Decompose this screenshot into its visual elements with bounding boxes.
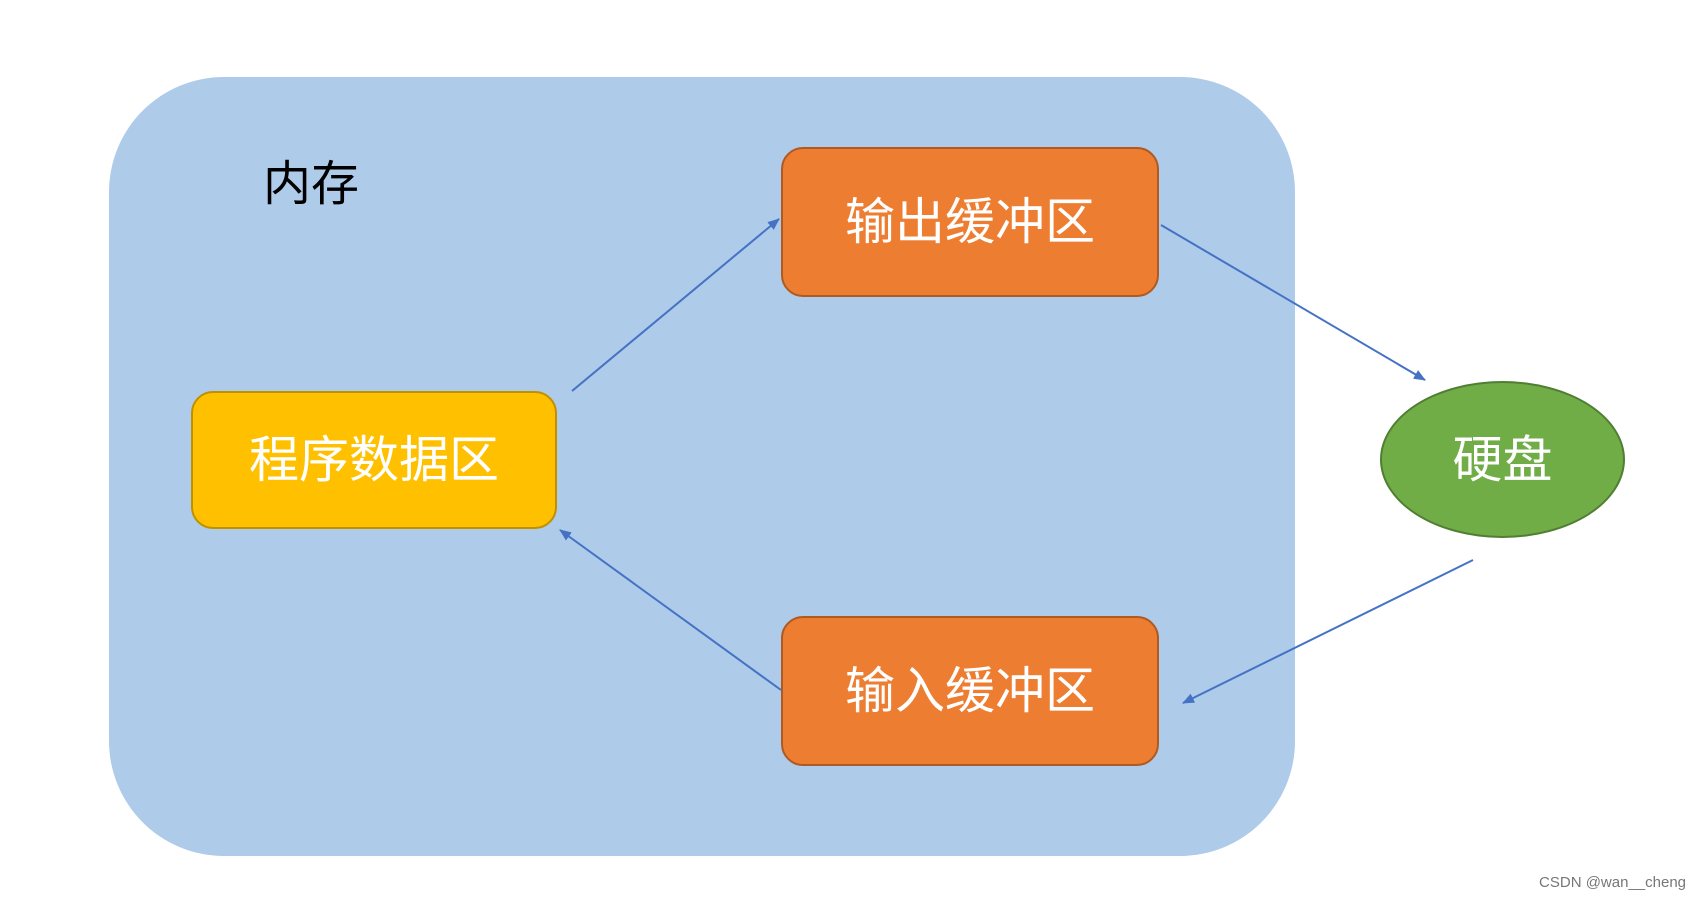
memory-label: 内存 <box>263 156 360 212</box>
input-buffer-node: 输入缓冲区 <box>781 616 1159 766</box>
disk-node: 硬盘 <box>1380 381 1625 538</box>
output-buffer-node: 输出缓冲区 <box>781 147 1159 297</box>
watermark: CSDN @wan__cheng <box>1539 874 1686 891</box>
program-data-node: 程序数据区 <box>191 391 557 529</box>
